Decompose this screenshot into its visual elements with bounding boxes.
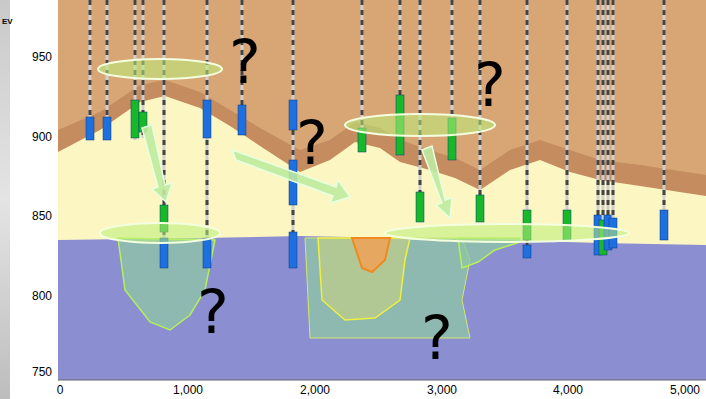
drill-hole	[419, 0, 422, 222]
drill-interval	[86, 117, 94, 140]
ore-zone	[318, 238, 410, 320]
axis-title: EV	[2, 18, 13, 26]
drill-interval	[203, 100, 211, 138]
trend-arrow	[422, 146, 452, 218]
question-mark: ?	[421, 308, 453, 368]
basement-layer	[58, 236, 706, 380]
drill-interval	[131, 100, 139, 138]
drill-hole	[607, 0, 610, 250]
drill-interval	[660, 210, 668, 240]
x-tick: 2,000	[300, 384, 330, 396]
drill-hole	[292, 0, 295, 268]
trend-arrow	[142, 125, 172, 202]
question-mark: ?	[474, 55, 506, 115]
drill-interval	[416, 192, 424, 222]
ore-core	[352, 238, 390, 272]
y-tick: 750	[32, 366, 52, 378]
x-axis	[58, 380, 706, 381]
x-tick: 1,000	[173, 384, 203, 396]
y-tick: 950	[32, 51, 52, 63]
x-tick: 3,000	[427, 384, 457, 396]
x-tick: 4,000	[553, 384, 583, 396]
drill-interval	[289, 232, 297, 268]
drill-hole	[89, 0, 92, 130]
y-tick: 900	[32, 131, 52, 143]
x-tick: 5,000	[670, 384, 700, 396]
drill-hole	[663, 0, 666, 240]
trend-arrow	[232, 150, 350, 203]
question-mark: ?	[197, 282, 229, 342]
upper-layer	[58, 0, 706, 380]
drill-hole	[292, 0, 295, 268]
drill-interval	[476, 195, 484, 222]
highlight-ellipse	[98, 59, 222, 79]
y-tick: 800	[32, 290, 52, 302]
question-mark: ?	[296, 113, 328, 173]
drill-hole	[612, 0, 615, 248]
photo-strip	[0, 0, 10, 399]
drill-interval	[203, 238, 211, 268]
x-tick: 0	[57, 384, 64, 396]
drill-hole	[663, 0, 666, 240]
y-tick: 850	[32, 210, 52, 222]
drill-interval	[523, 245, 531, 258]
drill-hole	[566, 0, 569, 240]
drill-hole	[419, 0, 422, 222]
drill-hole	[566, 0, 569, 240]
highlight-ellipse	[385, 224, 629, 242]
drill-hole	[607, 0, 610, 250]
highlight-ellipse	[100, 223, 220, 243]
drill-hole	[612, 0, 615, 248]
drill-hole	[89, 0, 92, 130]
drill-interval	[289, 100, 297, 130]
drill-interval	[103, 117, 111, 140]
drill-interval	[238, 105, 246, 135]
highlight-ellipses	[98, 59, 629, 243]
question-mark: ?	[229, 32, 261, 92]
highlight-ellipse	[345, 114, 495, 136]
